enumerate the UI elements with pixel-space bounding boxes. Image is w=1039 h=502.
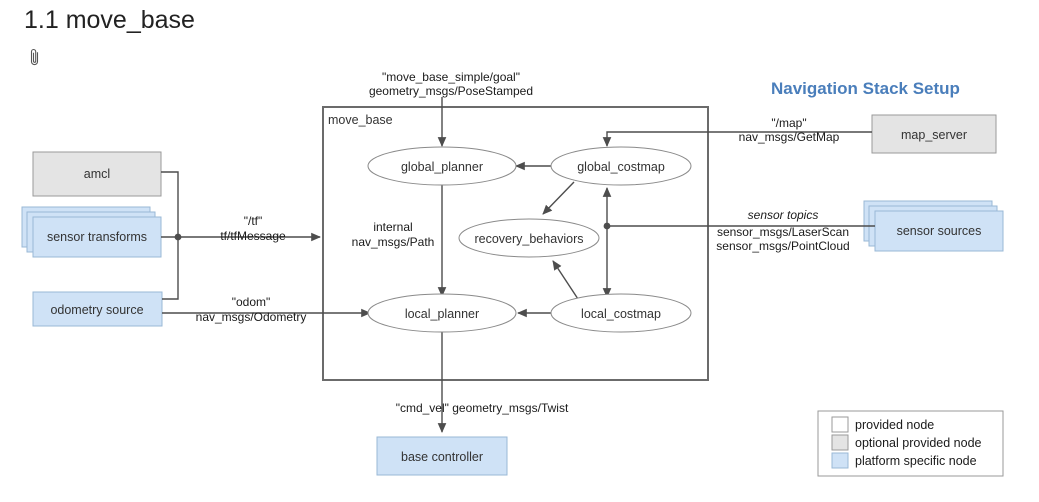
edge-odometry-to-tf-bus [162, 237, 179, 300]
node-local-planner[interactable] [367, 293, 517, 333]
node-global-planner[interactable] [367, 146, 517, 186]
legend-swatch-platform [831, 452, 849, 469]
edge-label-map-type: nav_msgs/GetMap [739, 130, 840, 144]
legend-swatch-provided [831, 416, 849, 433]
node-sensor-sources-label: sensor sources [897, 224, 982, 238]
edge-label-cmd-vel: "cmd_vel" geometry_msgs/Twist [396, 401, 569, 415]
edge-label-map-topic: "/map" [771, 116, 806, 130]
edge-label-tf-type: tf/tfMessage [220, 229, 286, 243]
edge-local-costmap-to-recovery [552, 260, 579, 300]
node-base-controller[interactable] [376, 436, 508, 476]
node-local-planner-label: local_planner [405, 307, 479, 321]
edge-label-internal-topic: internal [373, 220, 412, 234]
diagram-heading: Navigation Stack Setup [771, 79, 960, 98]
edge-label-odom-topic: "odom" [232, 295, 271, 309]
move-base-label: move_base [328, 113, 393, 127]
edge-label-internal-type: nav_msgs/Path [352, 235, 435, 249]
node-sensor-sources[interactable] [874, 210, 1004, 252]
node-recovery-behaviors[interactable] [458, 218, 600, 258]
node-map-server-label: map_server [901, 128, 967, 142]
node-global-costmap-label: global_costmap [577, 160, 665, 174]
node-global-costmap[interactable] [550, 146, 692, 186]
edge-map-server-to-global-costmap [602, 131, 872, 147]
edge-label-tf-topic: "/tf" [244, 214, 263, 228]
edge-label-goal-type: geometry_msgs/PoseStamped [369, 84, 533, 98]
node-map-server[interactable] [871, 114, 997, 154]
legend-label-optional: optional provided node [855, 436, 982, 450]
edge-label-sensor-type-2: sensor_msgs/PointCloud [716, 239, 849, 253]
node-global-planner-label: global_planner [401, 160, 483, 174]
edge-label-odom-type: nav_msgs/Odometry [196, 310, 307, 324]
node-local-costmap-label: local_costmap [581, 307, 661, 321]
legend-box [817, 410, 1004, 477]
paperclip-icon [30, 48, 39, 66]
node-odometry-source-label: odometry source [50, 303, 143, 317]
node-odometry-source[interactable] [32, 291, 163, 327]
node-amcl[interactable] [32, 151, 162, 197]
node-base-controller-label: base controller [401, 450, 483, 464]
tf-junction-dot [174, 233, 182, 241]
legend-swatch-optional [831, 434, 849, 451]
node-local-costmap[interactable] [550, 293, 692, 333]
edge-label-sensor-type-1: sensor_msgs/LaserScan [717, 225, 849, 239]
page-title: 1.1 move_base [24, 6, 195, 34]
node-amcl-label: amcl [84, 167, 110, 181]
node-recovery-behaviors-label: recovery_behaviors [474, 232, 583, 246]
edge-amcl-to-tf-bus [161, 171, 179, 237]
legend-label-provided: provided node [855, 418, 934, 432]
node-sensor-transforms-label: sensor transforms [47, 230, 147, 244]
edge-global-costmap-to-recovery [542, 181, 575, 215]
move-base-container [322, 106, 709, 381]
legend-label-platform: platform specific node [855, 454, 977, 468]
edge-label-sensor-topic: sensor topics [748, 208, 819, 222]
edge-label-goal-topic: "move_base_simple/goal" [382, 70, 520, 84]
